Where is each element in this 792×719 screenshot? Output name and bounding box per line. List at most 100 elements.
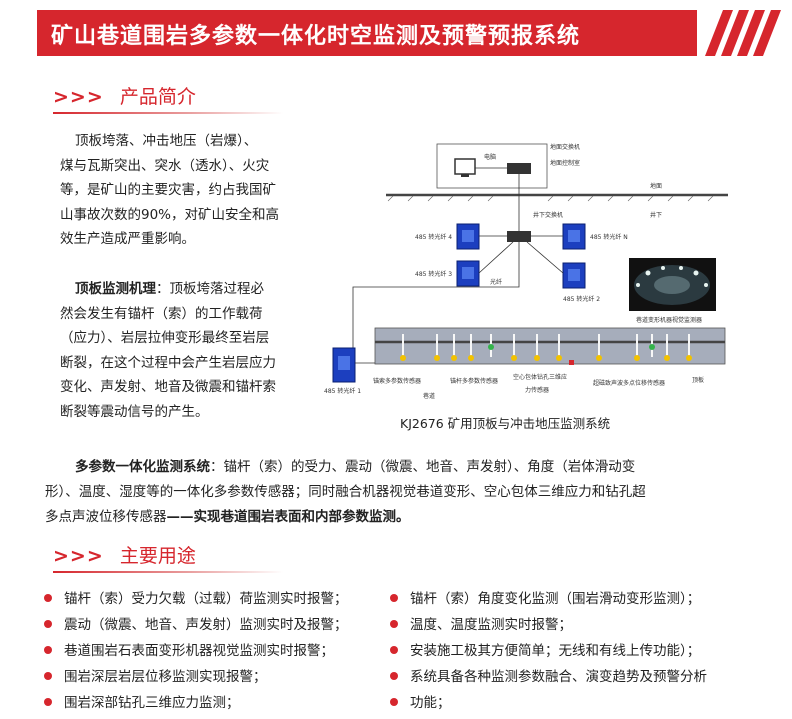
intro-line: 效生产造成严重影响。 (60, 231, 195, 247)
section-title-intro: 产品简介 (119, 86, 196, 108)
mechanism-line: 顶板监测机理：顶板垮落过程必 (75, 277, 295, 302)
bullet-icon (390, 646, 398, 654)
intro-line: 等，是矿山的主要灾害，约占我国矿 (60, 182, 276, 198)
multi-line-2: 形）、温度、湿度等的一体化多参数传感器；同时融合机器视觉巷道变形、空心包体三维应… (45, 484, 646, 500)
use-text: 温度、温度监测实时报警； (410, 617, 572, 633)
multi-line-1: 多参数一体化监测系统：锚杆（索）的受力、震动（微震、地音、声发射）、角度（岩体滑… (45, 455, 745, 480)
mechanism-line: 变化、声发射、地音及微震和锚杆索 (60, 379, 276, 395)
use-item: 锚杆（索）受力欠载（过载）荷监测实时报警； (44, 587, 348, 607)
converter-box-n (562, 223, 586, 250)
section-heading-intro: >>> 产品简介 (53, 82, 283, 114)
section-rule (53, 112, 283, 114)
surface-switch-label: 地面交换机 (550, 143, 580, 151)
hollow-cell-label-1: 空心包体钻孔三维应 (513, 373, 567, 381)
use-text: 巷道围岩石表面变形机器视觉监测实时报警； (64, 643, 334, 659)
computer-icon (454, 158, 476, 177)
bullet-icon (44, 698, 52, 706)
roadway-label: 巷道 (423, 392, 435, 400)
converter-4-label: 485 转光纤 4 (415, 233, 452, 241)
diagram-caption: KJ2676 矿用顶板与冲击地压监测系统 (400, 416, 611, 431)
vision-monitor-label: 巷道变形机器视觉监测器 (636, 316, 702, 324)
use-text: 围岩深层岩层位移监测实现报警； (64, 669, 267, 685)
multi-text: ：锚杆（索）的受力、震动（微震、地音、声发射）、角度（岩体滑动变 (210, 459, 636, 475)
mechanism-line: 断裂，在这个过程中会产生岩层应力 (60, 354, 276, 371)
bullet-icon (44, 594, 52, 602)
hollow-cell-label-2: 力传感器 (525, 386, 549, 394)
control-room-box (436, 143, 548, 189)
intro-line: 顶板垮落、冲击地压（岩爆）、 (75, 133, 258, 149)
converter-2-label: 485 转光纤 2 (563, 295, 600, 303)
use-item: 功能； (390, 691, 451, 711)
converter-3-label: 485 转光纤 3 (415, 270, 452, 278)
fiber-label: 光纤 (490, 278, 502, 286)
header-banner: 矿山巷道围岩多参数一体化时空监测及预警预报系统 (37, 10, 782, 56)
converter-n-label: 485 转光纤 N (590, 233, 628, 241)
intro-line: 煤与瓦斯突出、突水（透水）、火灾 (60, 157, 270, 174)
multi-label: 多参数一体化监测系统 (75, 459, 210, 475)
ultrasonic-sensor-label: 超磁致声波多点位移传感器 (593, 379, 665, 387)
surface-switch-icon (507, 163, 531, 174)
mechanism-paragraph: 顶板监测机理：顶板垮落过程必 然会发生有锚杆（索）的工作载荷 （应力）、岩层拉伸… (60, 277, 295, 424)
converter-box-2 (562, 262, 586, 289)
use-item: 安装施工极其方便简单；无线和有线上传功能）； (390, 639, 700, 659)
use-text: 锚杆（索）角度变化监测（围岩滑动变形监测）； (410, 591, 701, 607)
use-item: 温度、温度监测实时报警； (390, 613, 572, 633)
use-item: 锚杆（索）角度变化监测（围岩滑动变形监测）； (390, 587, 700, 607)
roadway-body (374, 327, 726, 365)
ground-label: 地面 (650, 182, 662, 190)
underground-label: 井下 (650, 211, 662, 219)
use-text: 震动（微震、地音、声发射）监测实时及报警； (64, 617, 348, 633)
mechanism-line: （应力）、岩层拉伸变形最终至岩层 (60, 330, 270, 346)
multi-text: 多点声波位移传感器 (45, 509, 167, 525)
mechanism-line: 断裂等震动信号的产生。 (60, 403, 209, 420)
bullet-icon (390, 594, 398, 602)
intro-line: 山事故次数的90%，对矿山安全和高 (60, 206, 280, 223)
use-text: 安装施工极其方便简单；无线和有线上传功能）； (410, 643, 701, 659)
computer-label: 电脑 (484, 153, 496, 161)
ground-hatch (387, 195, 714, 202)
anchor-sensor-label: 锚索多参数传感器 (373, 377, 421, 385)
bolt-sensor-label: 锚杆多参数传感器 (450, 377, 498, 385)
use-text: 功能； (410, 695, 451, 711)
camera-view-image (629, 258, 716, 311)
system-diagram: 电脑 地面交换机 地面控制室 地面 井下 井下交换机 485 转光纤 4 485… (324, 143, 728, 400)
converter-box-1 (332, 347, 356, 383)
header-stripes (705, 10, 781, 56)
underground-switch-icon (507, 231, 531, 242)
bullet-icon (44, 672, 52, 680)
chevrons-icon: >>> (53, 86, 104, 108)
header-bar (37, 10, 697, 56)
bullet-icon (44, 646, 52, 654)
bullet-icon (390, 672, 398, 680)
use-text: 锚杆（索）受力欠载（过载）荷监测实时报警； (64, 591, 348, 607)
multi-parameter-paragraph: 多参数一体化监测系统：锚杆（索）的受力、震动（微震、地音、声发射）、角度（岩体滑… (45, 455, 745, 530)
bullet-icon (390, 698, 398, 706)
use-text: 系统具备各种监测参数融合、演变趋势及预警分析 (410, 669, 707, 685)
use-item: 系统具备各种监测参数融合、演变趋势及预警分析 (390, 665, 707, 685)
page-title: 矿山巷道围岩多参数一体化时空监测及预警预报系统 (51, 24, 581, 49)
use-item: 震动（微震、地音、声发射）监测实时及报警； (44, 613, 348, 633)
roof-label: 顶板 (692, 376, 704, 384)
use-item: 围岩深部钻孔三维应力监测； (44, 691, 240, 711)
underground-switch-label: 井下交换机 (533, 211, 563, 219)
converter-1-label: 485 转光纤 1 (324, 387, 361, 395)
section-rule (53, 571, 283, 573)
converter-box-3 (456, 260, 480, 287)
bullet-icon (390, 620, 398, 628)
use-text: 围岩深部钻孔三维应力监测； (64, 695, 240, 711)
mechanism-label: 顶板监测机理 (75, 281, 156, 297)
multi-line-3: 多点声波位移传感器——实现巷道围岩表面和内部参数监测。 (45, 505, 745, 530)
use-item: 巷道围岩石表面变形机器视觉监测实时报警； (44, 639, 334, 659)
section-title-uses: 主要用途 (119, 545, 196, 567)
mechanism-line: 然会发生有锚杆（索）的工作载荷 (60, 305, 263, 322)
mechanism-text: ：顶板垮落过程必 (156, 281, 264, 297)
converter-box-4 (456, 223, 480, 250)
roadway-sensors (400, 334, 692, 365)
multi-conclusion: ——实现巷道围岩表面和内部参数监测。 (166, 509, 410, 525)
control-room-label: 地面控制室 (550, 159, 580, 167)
bullet-icon (44, 620, 52, 628)
use-item: 围岩深层岩层位移监测实现报警； (44, 665, 267, 685)
intro-paragraph: 顶板垮落、冲击地压（岩爆）、 煤与瓦斯突出、突水（透水）、火灾 等，是矿山的主要… (60, 129, 295, 252)
section-heading-uses: >>> 主要用途 (53, 541, 283, 573)
chevrons-icon: >>> (53, 545, 104, 567)
